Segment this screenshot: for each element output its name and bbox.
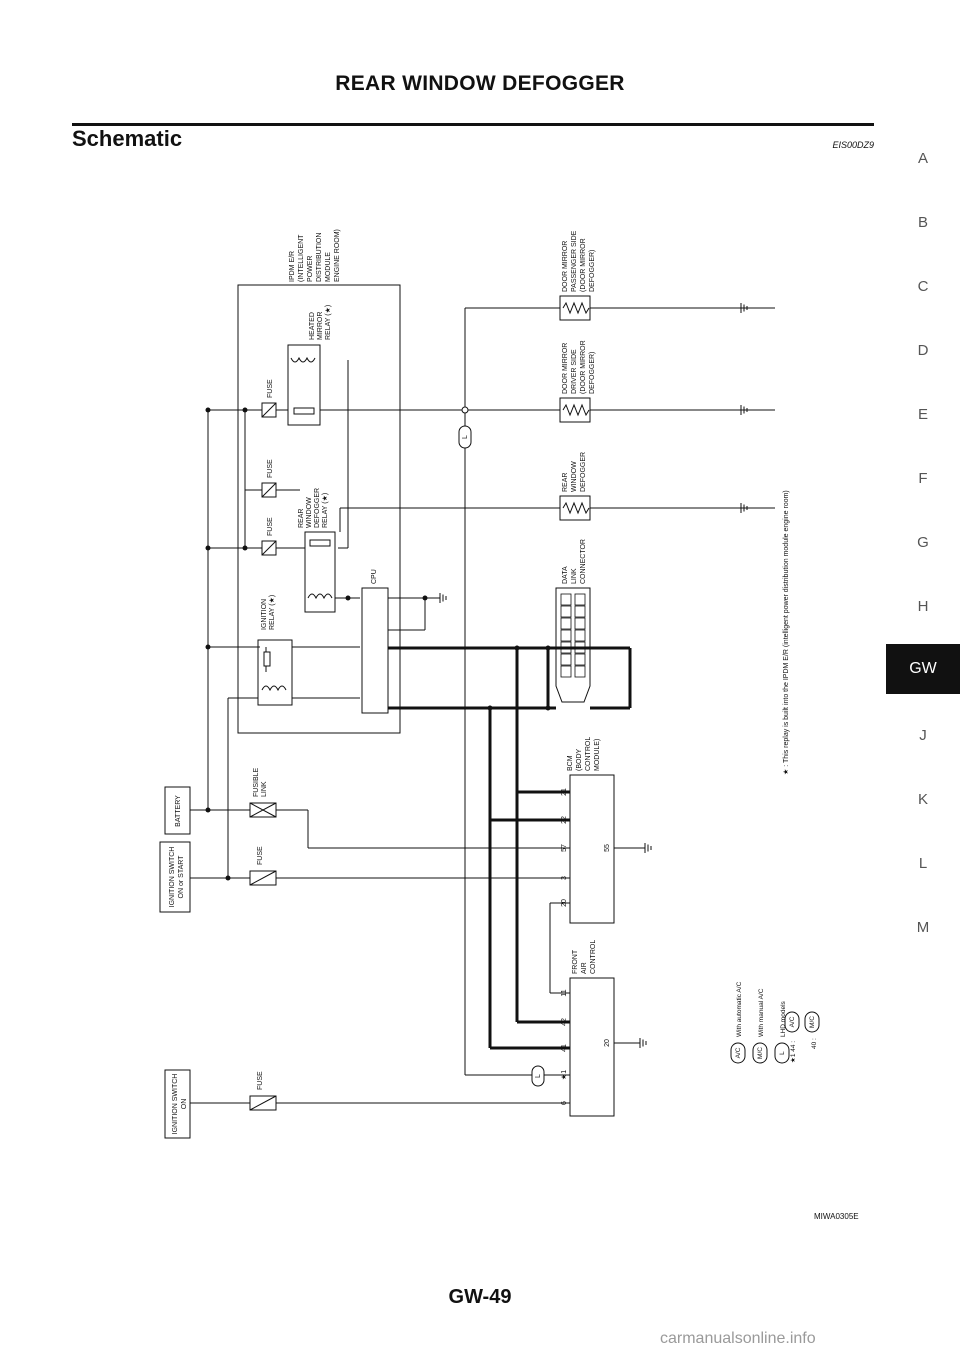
svg-text:FUSIBLELINK: FUSIBLELINK [253,767,268,797]
rear-defogger-relay-symbol [304,531,336,613]
svg-text:L: L [779,1051,786,1055]
svg-text:L: L [535,1074,542,1078]
svg-text:3: 3 [561,876,568,880]
fuse-symbols [249,402,277,1111]
ignition-switch-on-start-box [159,841,191,913]
tab-c[interactable]: C [917,278,929,295]
junction-dots [205,407,551,881]
svg-text:42: 42 [561,1018,568,1026]
figure-id: MIWA0305E [814,1212,859,1221]
ignition-relay-symbol [257,639,293,706]
tab-b[interactable]: B [917,214,928,231]
section-tab-index: A B C D E F G H GW J K L M [886,0,960,1358]
page-number: GW-49 [448,1286,512,1308]
svg-text:40 :: 40 : [811,1038,818,1049]
svg-text:FUSE: FUSE [267,517,274,536]
svg-text:A/C: A/C [735,1047,742,1058]
tab-m[interactable]: M [916,919,930,936]
tab-j[interactable]: J [919,727,927,744]
fusible-link-symbol [249,802,277,818]
svg-text:21: 21 [561,788,568,796]
svg-text:M/C: M/C [757,1047,764,1059]
svg-text:CPU: CPU [371,569,378,584]
legend [730,1011,820,1064]
tab-l[interactable]: L [918,855,928,872]
tab-a[interactable]: A [917,150,928,167]
svg-text:REARWINDOW DEFOGGER: REARWINDOW DEFOGGER [562,452,587,492]
cpu-block [361,587,389,714]
legend-text: A/C M/C L With automatic A/C With manual… [735,981,818,1063]
svg-text:BATTERY: BATTERY [175,795,182,827]
tab-g[interactable]: G [917,534,929,551]
tab-d[interactable]: D [917,342,929,359]
ipdm-enclosure [237,284,401,734]
svg-text:HEATEDMIRROR RELAY (★): HEATEDMIRROR RELAY (★) [309,305,332,340]
svg-text:A/C: A/C [789,1016,796,1027]
svg-text:22: 22 [561,816,568,824]
svg-text:41: 41 [561,1044,568,1052]
load-symbols [559,295,591,521]
front-air-control-block [569,977,615,1117]
tab-f[interactable]: F [918,470,928,487]
svg-text:20: 20 [561,899,568,907]
svg-text:★1 44 :: ★1 44 : [790,1041,797,1063]
svg-text:M/C: M/C [809,1016,816,1028]
data-link-connector-symbol [555,587,591,703]
page-header-title: REAR WINDOW DEFOGGER [335,72,625,95]
svg-text:FUSE: FUSE [257,1071,264,1090]
heated-mirror-relay-symbol [287,344,321,426]
svg-text:★ : This replay is built into: ★ : This replay is built into the IPDM E… [782,490,790,775]
svg-text:With manual A/C: With manual A/C [758,988,765,1037]
tab-k[interactable]: K [917,791,928,808]
section-code: EIS00DZ9 [832,140,874,150]
svg-text:6: 6 [561,1101,568,1105]
battery-box [164,786,191,835]
watermark: carmanualsonline.info [660,1330,816,1347]
svg-text:LHD models: LHD models [780,1000,787,1037]
svg-text:★1: ★1 [560,1070,568,1080]
svg-text:11: 11 [561,989,568,996]
svg-text:57: 57 [561,844,568,852]
svg-text:FUSE: FUSE [257,846,264,865]
ignition-switch-on-box [164,1069,191,1139]
thin-wires [190,307,775,1104]
lhd-option-markers: L L [458,425,545,1087]
section-title: Schematic [72,126,183,151]
svg-text:20: 20 [604,1039,611,1047]
svg-text:IGNITIONRELAY (★): IGNITIONRELAY (★) [261,595,276,630]
svg-text:REARWINDOW DEFOGGERRELAY: REARWINDOW DEFOGGERRELAY (★) [298,488,329,528]
tab-e[interactable]: E [917,406,928,423]
svg-text:FUSE: FUSE [267,459,274,478]
svg-text:With automatic A/C: With automatic A/C [736,981,743,1037]
tab-gw[interactable]: GW [886,644,960,694]
tab-h[interactable]: H [917,598,929,615]
svg-text:L: L [462,435,469,439]
header-rule [72,123,874,126]
bcm-block [569,774,615,924]
svg-text:55: 55 [604,844,611,852]
svg-text:FUSE: FUSE [267,379,274,398]
